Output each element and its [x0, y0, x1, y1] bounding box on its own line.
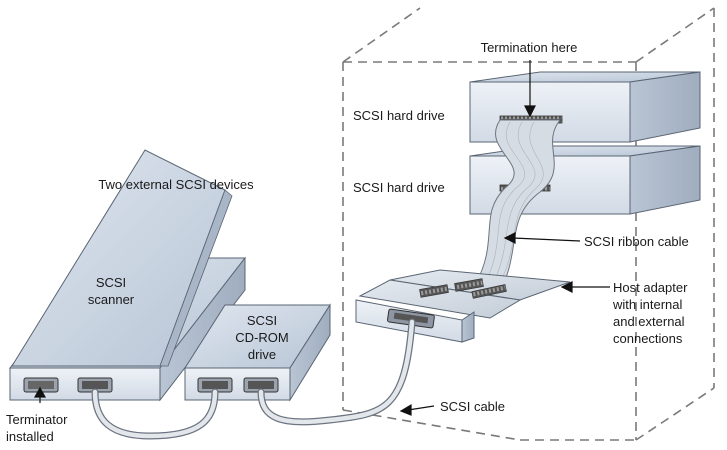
label-scanner-line2: scanner — [88, 292, 135, 307]
label-scsi-cable: SCSI cable — [440, 399, 505, 414]
label-scanner-line1: SCSI — [96, 275, 126, 290]
label-cdrom-line2: CD-ROM — [235, 330, 288, 345]
label-termination-here: Termination here — [481, 40, 578, 55]
label-terminator-line1: Terminator — [6, 412, 68, 427]
label-host-adapter-line1: Host adapter — [613, 280, 688, 295]
label-cdrom-line1: SCSI — [247, 313, 277, 328]
label-hard-drive-top: SCSI hard drive — [353, 108, 445, 123]
label-cdrom-line3: drive — [248, 347, 276, 362]
label-ribbon-cable: SCSI ribbon cable — [584, 234, 689, 249]
label-host-adapter-line4: connections — [613, 331, 683, 346]
host-adapter-card — [356, 270, 570, 342]
label-hard-drive-bottom: SCSI hard drive — [353, 180, 445, 195]
label-terminator-line2: installed — [6, 429, 54, 444]
label-external-devices: Two external SCSI devices — [98, 177, 254, 192]
label-host-adapter-line3: and external — [613, 314, 685, 329]
label-host-adapter-line2: with internal — [612, 297, 682, 312]
